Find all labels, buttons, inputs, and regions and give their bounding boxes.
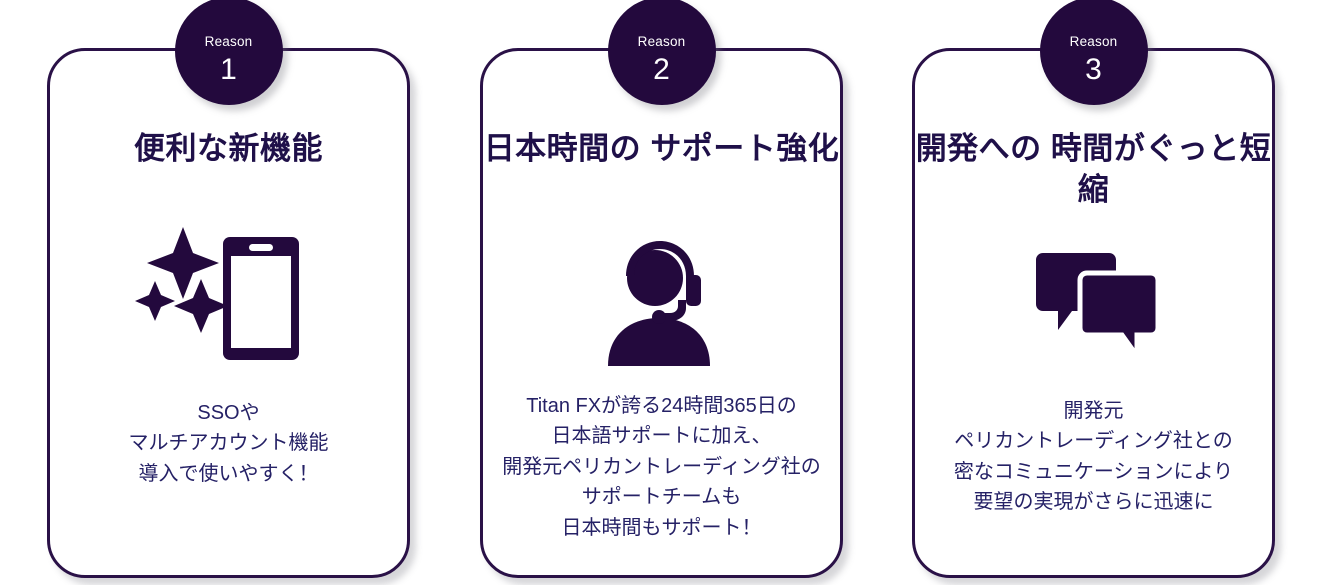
reason-badge-1: Reason 1: [174, 0, 283, 105]
reason-badge-label: Reason: [637, 34, 686, 50]
card-title-line: 開発への: [915, 131, 1042, 166]
body-line: 密なコミュニケーションにより: [953, 460, 1234, 483]
body-line: 開発元: [1063, 400, 1124, 422]
body-line: 開発元ペリカントレーディング社の: [502, 455, 821, 478]
card-body-1: SSOや マルチアカウント機能 導入で使いやすく！: [50, 398, 407, 489]
card-title-line: 便利な新機能: [134, 131, 323, 166]
card-title-1: 便利な新機能: [50, 129, 407, 170]
body-line: 日本時間もサポート！: [561, 516, 762, 539]
reason-badge-2: Reason 2: [607, 0, 716, 105]
reason-badge-label: Reason: [1069, 34, 1118, 50]
card-body-2: Titan FXが誇る24時間365日の 日本語サポートに加え、 開発元ペリカン…: [483, 391, 840, 543]
sparkle-smartphone-icon: [50, 219, 407, 369]
reason-badge-label: Reason: [204, 34, 253, 50]
card-title-line: 日本時間の: [483, 131, 642, 166]
card-title-line: 時間がぐっと短縮: [1050, 131, 1272, 207]
body-line: 日本語サポートに加え、: [551, 425, 772, 448]
headset-support-agent-icon: [483, 233, 840, 373]
body-line: 導入で使いやすく！: [138, 462, 319, 485]
card-body-3: 開発元 ペリカントレーディング社との 密なコミュニケーションにより 要望の実現が…: [915, 396, 1272, 518]
reason-badge-number: 2: [653, 52, 670, 86]
reason-badge-number: 3: [1085, 52, 1102, 86]
reason-card-2: Reason 2 日本時間の サポート強化: [480, 0, 843, 578]
card-title-3: 開発への 時間がぐっと短縮: [915, 129, 1272, 211]
reason-badge-3: Reason 3: [1039, 0, 1148, 105]
reason-card-3: Reason 3 開発への 時間がぐっと短縮 開発元 ペリカントレーディング社と…: [912, 0, 1275, 578]
body-line: Titan FXが誇る24時間365日の: [526, 395, 797, 417]
body-line: 要望の実現がさらに迅速に: [973, 491, 1214, 514]
reason-card-1: Reason 1 便利な新機能: [47, 0, 410, 578]
body-line: サポートチームも: [581, 486, 742, 509]
card-title-line: サポート強化: [650, 131, 840, 166]
reason-badge-number: 1: [220, 52, 237, 86]
chat-bubbles-icon: [915, 241, 1272, 371]
body-line: ペリカントレーディング社との: [954, 430, 1233, 453]
card-title-2: 日本時間の サポート強化: [483, 129, 840, 170]
body-line: SSOや: [197, 402, 260, 424]
body-line: マルチアカウント機能: [128, 432, 329, 455]
